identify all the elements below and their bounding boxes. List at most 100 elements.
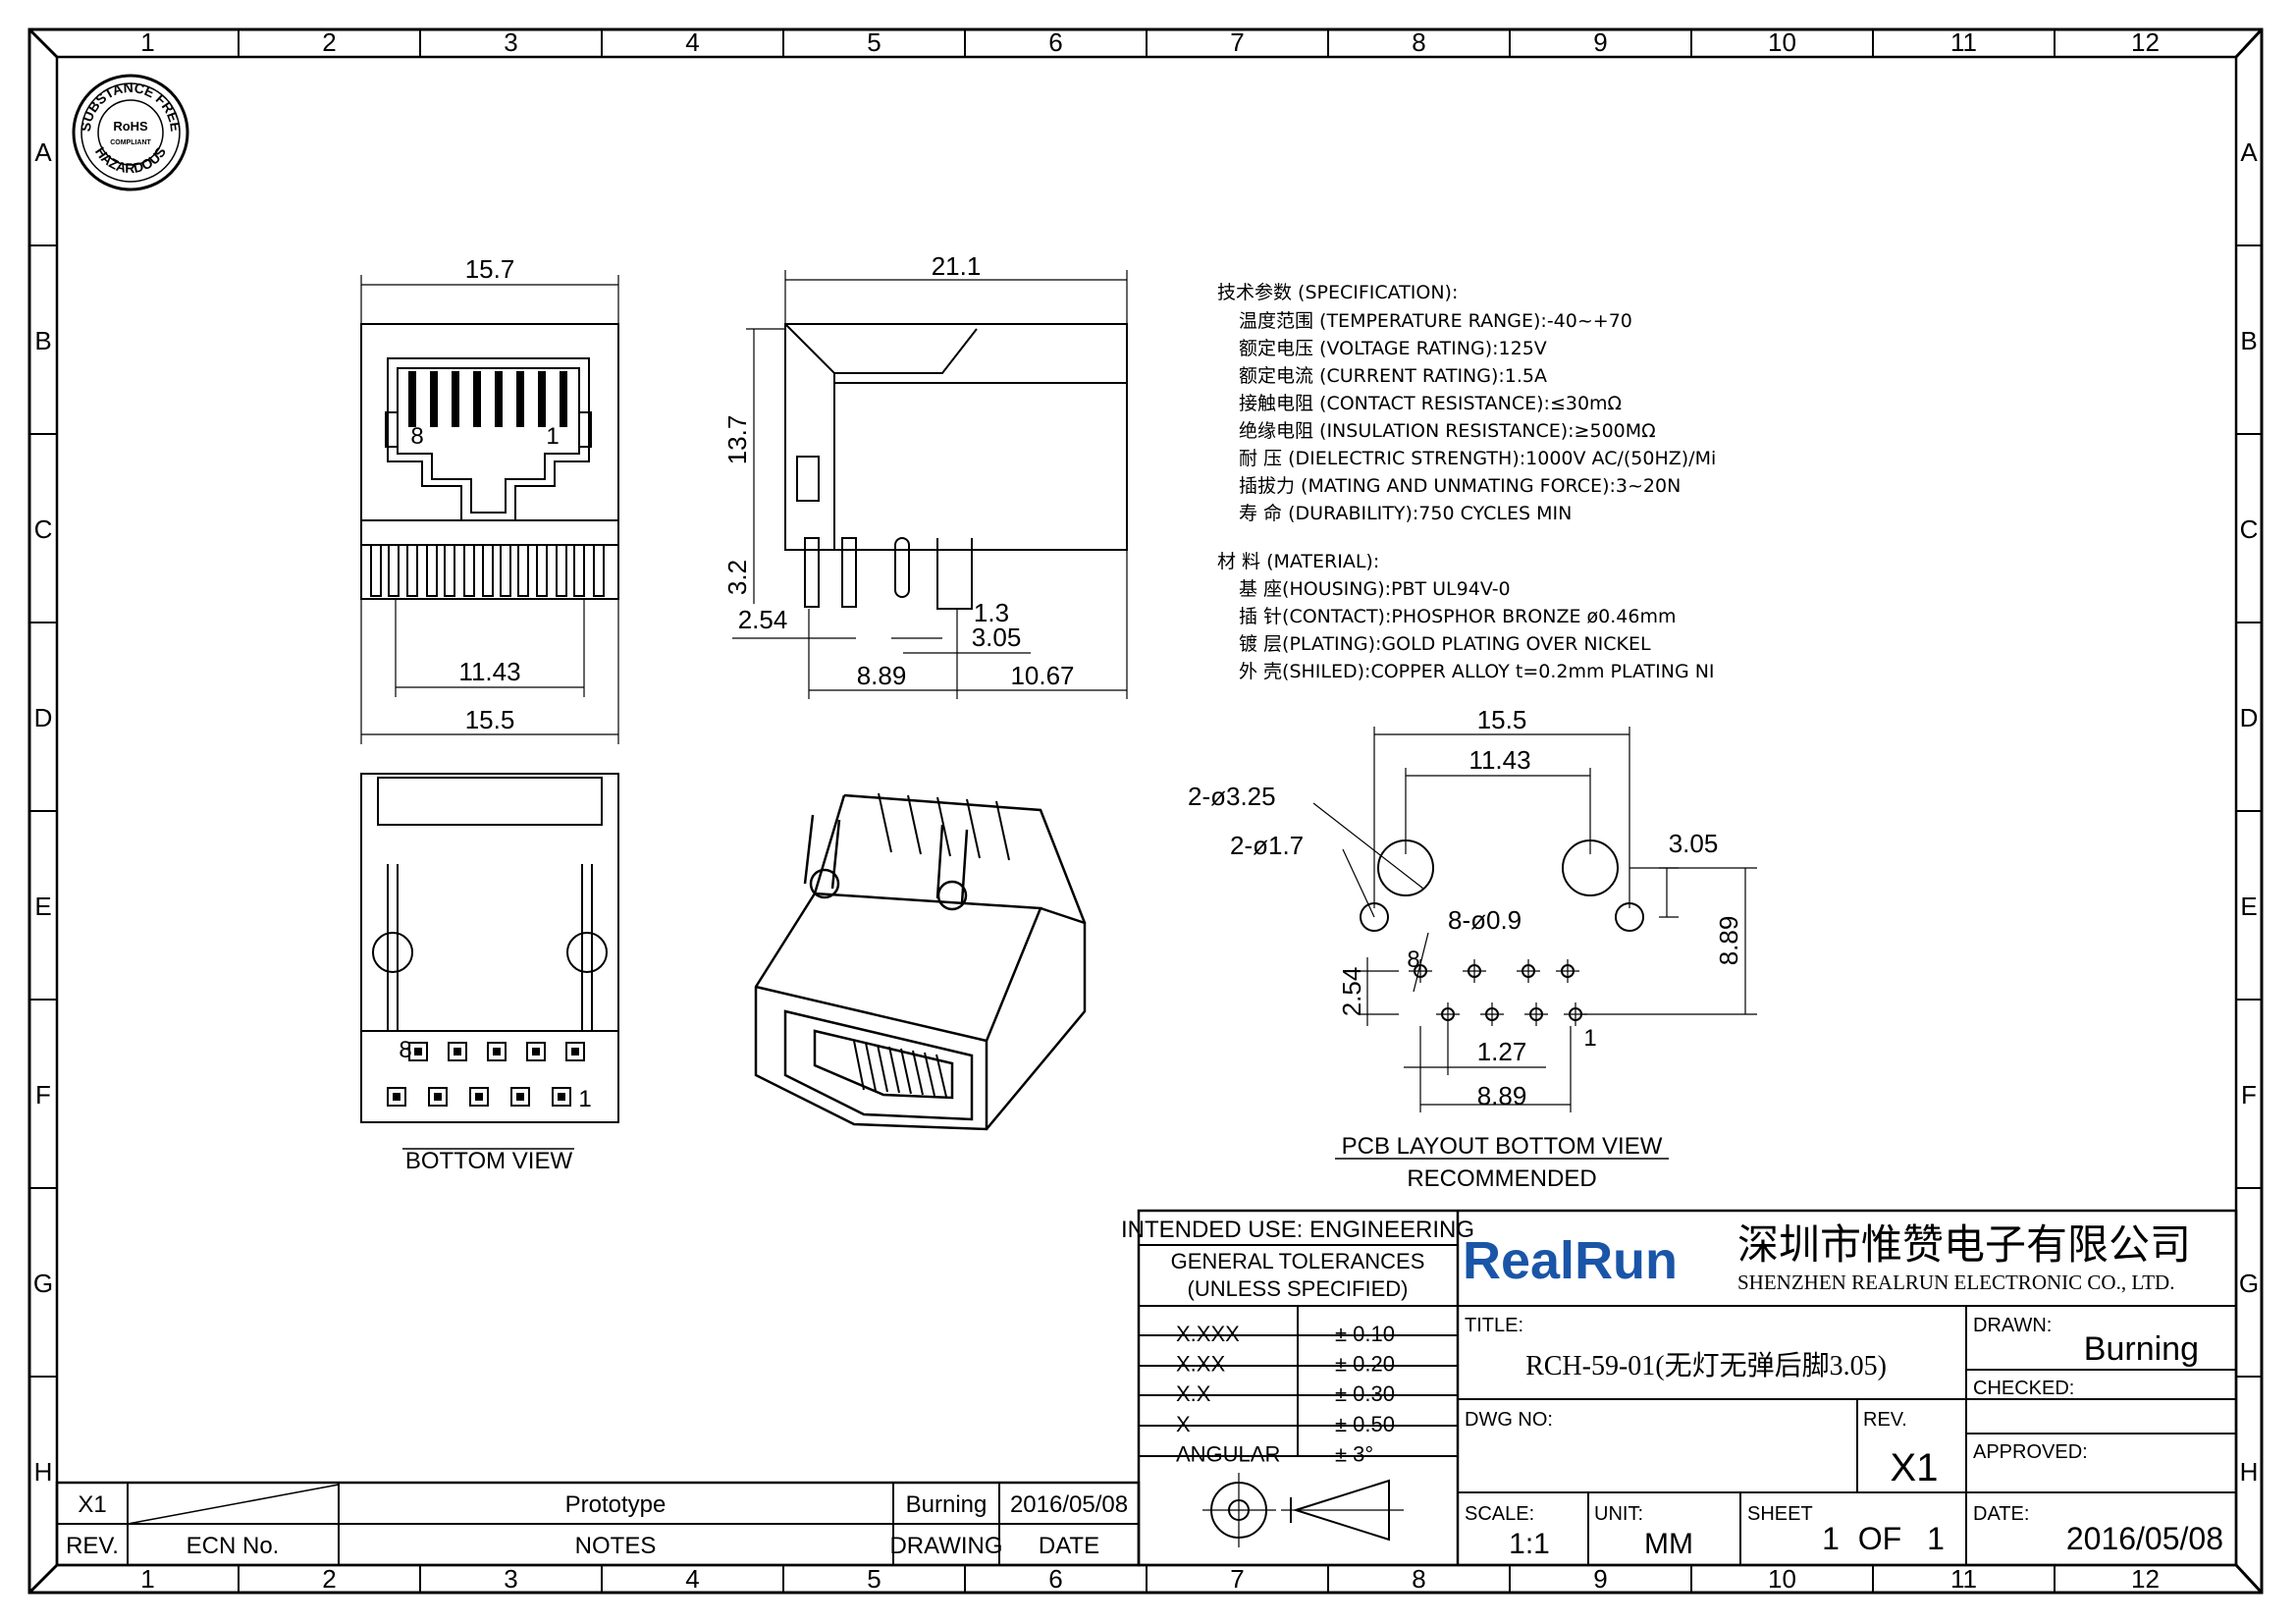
rev-row-drawing: Burning <box>906 1491 988 1518</box>
front-view <box>360 275 619 744</box>
bottom-view <box>360 773 619 1150</box>
grid-row-label-right: C <box>2240 514 2259 544</box>
pcb-dim-outer: 15.5 <box>1477 705 1527 734</box>
unit-label: UNIT: <box>1594 1503 1643 1525</box>
pcb-dim-pitch: 1.27 <box>1477 1037 1527 1066</box>
sv-dim-e: 10.67 <box>1010 661 1074 690</box>
scale-value: 1:1 <box>1509 1528 1550 1560</box>
bv-pin-8: 8 <box>399 1037 411 1063</box>
grid-col-label-top: 8 <box>1412 27 1425 57</box>
rev-head-rev: REV. <box>66 1533 119 1559</box>
spec-line: 绝缘电阻 (INSULATION RESISTANCE):≥500MΩ <box>1239 420 1656 442</box>
grid-row-label-left: B <box>34 326 51 355</box>
pcb-caption: PCB LAYOUT BOTTOM VIEW <box>1342 1133 1663 1160</box>
material-line: 镀 层(PLATING):GOLD PLATING OVER NICKEL <box>1239 633 1651 655</box>
grid-row-label-left: A <box>34 137 52 167</box>
tol-key: X.XXX <box>1176 1322 1240 1346</box>
grid-row-label-left: G <box>33 1269 53 1298</box>
tol-key: ANGULAR <box>1176 1441 1280 1466</box>
grid-col-label-bottom: 4 <box>685 1564 699 1594</box>
sv-dim-d: 8.89 <box>857 661 907 690</box>
fv-dim-bottom: 15.5 <box>465 705 515 734</box>
pcb-pin-8: 8 <box>1407 947 1419 973</box>
spec-line: 耐 压 (DIELECTRIC STRENGTH):1000V AC/(50HZ… <box>1239 448 1716 469</box>
grid-col-label-top: 6 <box>1048 27 1062 57</box>
spec-line: 寿 命 (DURABILITY):750 CYCLES MIN <box>1239 503 1572 524</box>
dwg-label: DWG NO: <box>1465 1409 1553 1431</box>
tol-value: ± 3° <box>1335 1441 1373 1466</box>
pcb-holes-large: 2-ø3.25 <box>1188 782 1276 811</box>
grid-col-label-top: 10 <box>1768 27 1796 57</box>
tol-value: ± 0.10 <box>1335 1322 1395 1346</box>
scale-label: SCALE: <box>1465 1503 1534 1525</box>
sheet-label: SHEET <box>1747 1503 1813 1525</box>
pcb-dim-depth: 8.89 <box>1714 916 1743 966</box>
company-cn: 深圳市惟赞电子有限公司 <box>1737 1222 2191 1269</box>
sv-dim-c: 3.05 <box>972 623 1022 652</box>
rev-head-notes: NOTES <box>575 1533 657 1559</box>
spec-block: 技术参数 (SPECIFICATION): 温度范围 (TEMPERATURE … <box>1217 282 1716 682</box>
grid-row-label-right: G <box>2239 1269 2259 1298</box>
pcb-dim-pin-span: 8.89 <box>1477 1081 1527 1110</box>
tol-header-1: GENERAL TOLERANCES <box>1171 1249 1425 1273</box>
front-view-labels: 15.7 11.43 15.5 8 1 <box>410 254 559 734</box>
unit-value: MM <box>1644 1528 1693 1560</box>
date-value: 2016/05/08 <box>2066 1521 2223 1556</box>
grid-row-label-right: D <box>2240 703 2259 732</box>
checked-label: CHECKED: <box>1973 1378 2074 1399</box>
grid-col-label-bottom: 2 <box>322 1564 336 1594</box>
grid-col-label-top: 12 <box>2131 27 2160 57</box>
rev-row-notes: Prototype <box>565 1491 667 1518</box>
sv-dim-pin-len: 3.2 <box>722 560 752 595</box>
grid-col-label-bottom: 10 <box>1768 1564 1796 1594</box>
rev-row-date: 2016/05/08 <box>1010 1491 1128 1518</box>
grid-row-label-left: E <box>34 892 51 921</box>
drawn-label: DRAWN: <box>1973 1315 2052 1336</box>
drawn-value: Burning <box>2084 1330 2199 1368</box>
side-view <box>732 270 1128 699</box>
company-en: SHENZHEN REALRUN ELECTRONIC CO., LTD. <box>1737 1271 2174 1294</box>
spec-line: 接触电阻 (CONTACT RESISTANCE):≤30mΩ <box>1239 393 1622 414</box>
spec-line: 插拔力 (MATING AND UNMATING FORCE):3~20N <box>1239 475 1681 497</box>
isometric-view <box>754 792 1087 1131</box>
pcb-subcaption: RECOMMENDED <box>1407 1165 1596 1192</box>
side-view-labels: 21.1 13.7 3.2 2.54 1.3 3.05 8.89 10.67 <box>722 251 1075 690</box>
rohs-stamp: SUBSTANCE FREE HAZARDOUS RoHS COMPLIANT <box>72 74 189 191</box>
title-block <box>1137 1209 2238 1567</box>
revision-table <box>55 1481 1141 1567</box>
grid-row-label-right: B <box>2240 326 2257 355</box>
grid-col-label-top: 1 <box>140 27 154 57</box>
rohs-center: RoHS <box>113 119 148 134</box>
material-line: 插 针(CONTACT):PHOSPHOR BRONZE ø0.46mm <box>1239 606 1676 627</box>
approved-label: APPROVED: <box>1973 1441 2088 1463</box>
grid-ticks <box>29 29 2262 1593</box>
grid-col-label-bottom: 9 <box>1593 1564 1607 1594</box>
grid-col-label-bottom: 1 <box>140 1564 154 1594</box>
grid-col-label-bottom: 8 <box>1412 1564 1425 1594</box>
pcb-dim-inner: 11.43 <box>1468 745 1530 775</box>
grid-col-label-top: 3 <box>504 27 517 57</box>
grid-col-label-top: 7 <box>1230 27 1244 57</box>
grid-col-label-top: 9 <box>1593 27 1607 57</box>
intended-use: INTENDED USE: ENGINEERING <box>1121 1217 1474 1243</box>
grid-col-label-bottom: 11 <box>1950 1564 1977 1594</box>
title-value: RCH-59-01(无灯无弹后脚3.05) <box>1525 1350 1887 1381</box>
grid-row-label-right: A <box>2240 137 2258 167</box>
grid-col-label-top: 11 <box>1950 27 1977 57</box>
pcb-holes-pins: 8-ø0.9 <box>1448 905 1522 935</box>
spec-header: 技术参数 (SPECIFICATION): <box>1217 282 1458 303</box>
pcb-dim-row: 2.54 <box>1337 967 1366 1017</box>
grid-col-label-top: 2 <box>322 27 336 57</box>
tol-value: ± 0.20 <box>1335 1352 1395 1377</box>
grid-row-label-left: H <box>34 1457 53 1487</box>
grid-row-label-right: E <box>2240 892 2257 921</box>
brand-logo: RealRun <box>1463 1231 1678 1290</box>
pcb-dim-offset: 3.05 <box>1669 829 1719 858</box>
grid-col-label-bottom: 7 <box>1230 1564 1244 1594</box>
rev-head-date: DATE <box>1039 1533 1099 1559</box>
grid-col-label-bottom: 6 <box>1048 1564 1062 1594</box>
title-label: TITLE: <box>1465 1315 1523 1336</box>
material-header: 材 料 (MATERIAL): <box>1217 551 1379 572</box>
